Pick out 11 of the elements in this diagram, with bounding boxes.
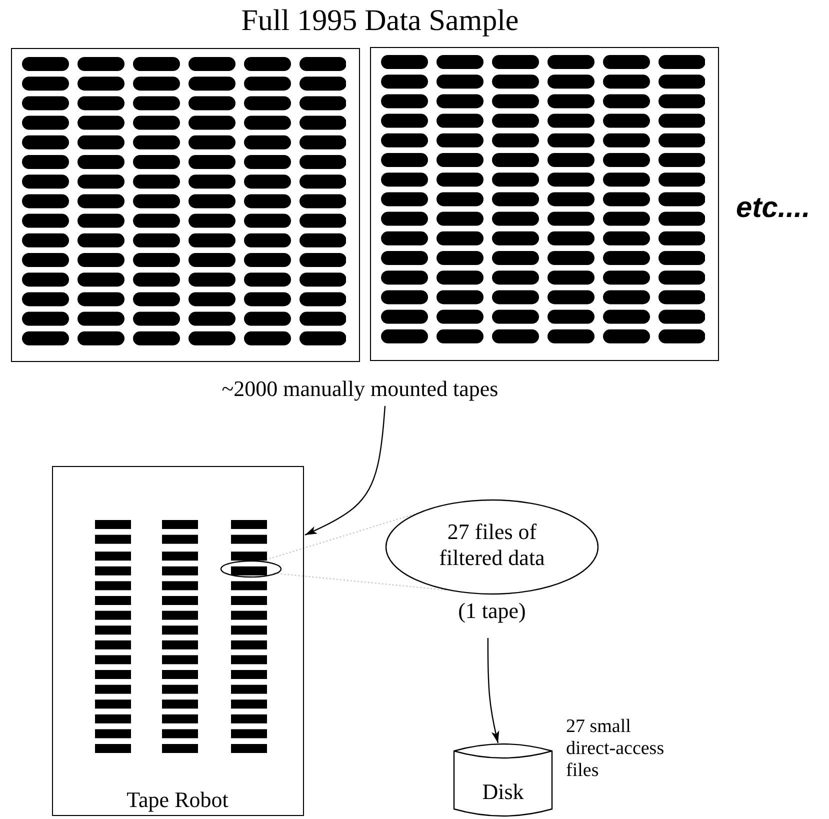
arrow [304,406,386,536]
title: Full 1995 Data Sample [240,4,520,38]
note-text: 27 small direct-access files [566,716,666,782]
ellipse-label: 27 files of filtered data [438,519,546,572]
note-text: (1 tape) [457,598,527,624]
dotted-line [272,572,446,591]
node-label: ~2000 manually mounted tapes [160,373,560,405]
etc-label: etc.... [736,192,810,225]
arrow [487,638,500,744]
disk-label: Disk [481,779,525,806]
box-label: Tape Robot [126,786,230,813]
